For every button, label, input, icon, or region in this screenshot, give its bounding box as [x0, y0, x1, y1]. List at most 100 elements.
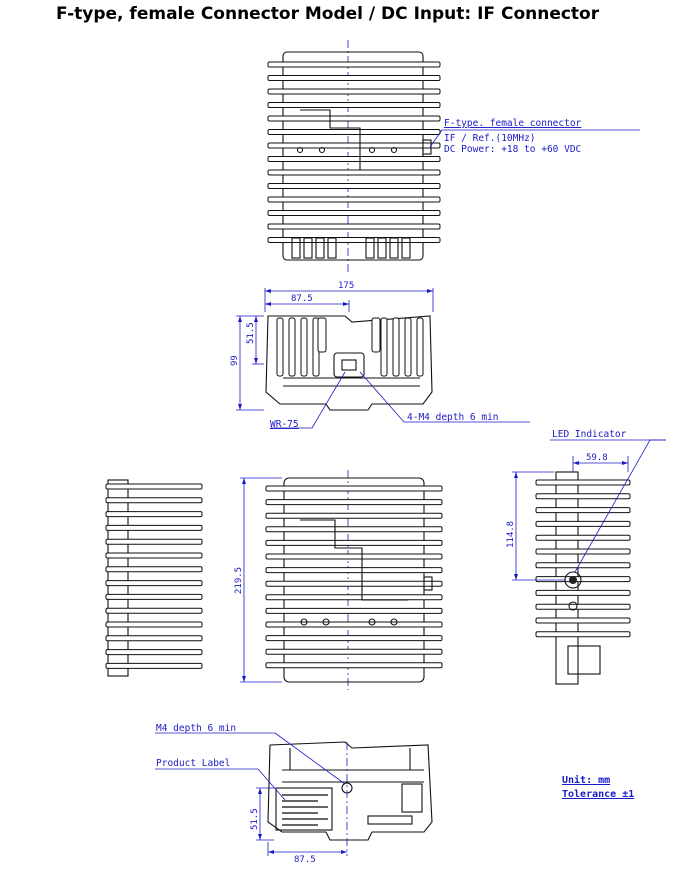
foot	[365, 237, 375, 259]
dim-half-width-87-5: 87.5	[291, 294, 313, 304]
fin	[265, 499, 443, 506]
fin	[267, 129, 441, 135]
channel-line	[300, 109, 400, 171]
fin	[535, 479, 631, 486]
front-view-fins	[276, 317, 424, 377]
fin	[267, 102, 441, 108]
fin	[105, 662, 203, 669]
f-type-connector	[422, 139, 432, 155]
fin	[267, 142, 441, 149]
fin	[267, 156, 441, 162]
fin	[265, 567, 443, 574]
fin	[535, 520, 631, 527]
fin	[535, 507, 631, 514]
fin	[535, 576, 631, 583]
fin	[265, 539, 443, 546]
fin	[105, 483, 203, 490]
fin	[105, 607, 203, 614]
fin	[105, 524, 203, 531]
dim-half-height-51-5: 51.5	[246, 322, 256, 344]
dim-bottom-half-width: 87.5	[294, 855, 316, 865]
fin	[265, 607, 443, 614]
fin	[265, 512, 443, 519]
foot	[315, 237, 325, 259]
right-view-fins	[535, 479, 631, 638]
fin	[267, 196, 441, 203]
fin	[535, 534, 631, 541]
fin	[265, 485, 443, 492]
bolt-hole	[318, 146, 326, 154]
dim-led-y-114-8: 114.8	[506, 521, 516, 548]
main-view-connector	[423, 576, 433, 591]
fin	[535, 493, 631, 500]
right-view-plate	[567, 645, 601, 675]
main-view: 219.5	[234, 470, 443, 690]
fin	[267, 223, 441, 230]
fin	[535, 603, 631, 610]
fin	[105, 580, 203, 587]
label-m4-depth: M4 depth 6 min	[156, 723, 236, 734]
fin	[265, 648, 443, 655]
fin	[535, 631, 631, 638]
fin	[535, 548, 631, 555]
waveguide-flange	[333, 352, 365, 378]
fin	[105, 649, 203, 656]
fin	[105, 552, 203, 559]
fin	[416, 317, 424, 377]
front-view: 175 87.5 99 51.5 WR-75 4-M4 depth 6 min	[230, 281, 530, 430]
foot	[389, 237, 399, 259]
label-4-m4-holes: 4-M4 depth 6 min	[407, 412, 499, 423]
fin	[265, 662, 443, 669]
bolt-hole	[296, 146, 304, 154]
bolt-hole	[390, 618, 398, 626]
fin	[267, 169, 441, 176]
label-product-label: Product Label	[156, 758, 230, 769]
fin	[267, 61, 441, 68]
bolt-hole	[390, 146, 398, 154]
dim-width-175: 175	[338, 281, 354, 291]
fin	[267, 210, 441, 216]
left-view-fins	[105, 483, 203, 669]
fin	[267, 88, 441, 95]
dim-led-x-59-8: 59.8	[586, 453, 608, 463]
fin	[535, 617, 631, 624]
fin	[105, 497, 203, 504]
unit-note: Unit: mm	[562, 774, 610, 786]
fin	[267, 75, 441, 81]
connector-callout-line2: IF / Ref.(10MHz)	[444, 133, 536, 144]
foot	[291, 237, 301, 259]
fin	[267, 115, 441, 122]
fin	[404, 317, 412, 377]
fin	[392, 317, 400, 377]
fin	[265, 594, 443, 601]
bolt-hole	[368, 618, 376, 626]
fin	[265, 621, 443, 628]
fin	[380, 317, 388, 377]
fin	[105, 566, 203, 573]
bolt-hole	[300, 618, 308, 626]
fin	[300, 317, 308, 377]
dim-height-99: 99	[230, 355, 240, 366]
fin	[317, 317, 327, 353]
foot	[327, 237, 337, 259]
connector-callout-line3: DC Power: +18 to +60 VDC	[444, 144, 581, 155]
fin	[276, 317, 284, 377]
fin	[288, 317, 296, 377]
tolerance-note: Tolerance ±1	[562, 789, 634, 800]
bolt-hole	[322, 618, 330, 626]
foot	[377, 237, 387, 259]
fin	[265, 635, 443, 642]
fin	[105, 593, 203, 600]
fin	[105, 621, 203, 628]
top-view-fins	[267, 61, 441, 243]
bolt-hole	[368, 146, 376, 154]
fin	[265, 553, 443, 560]
bottom-view: M4 depth 6 min Product Label 51.5 87.5	[155, 723, 433, 865]
connector-callout-line1: F-type. female connector	[444, 118, 582, 129]
fin	[267, 237, 441, 243]
top-view-bottom-feet	[291, 237, 411, 259]
dim-length-219-5: 219.5	[234, 567, 244, 594]
foot	[303, 237, 313, 259]
fin	[267, 183, 441, 189]
